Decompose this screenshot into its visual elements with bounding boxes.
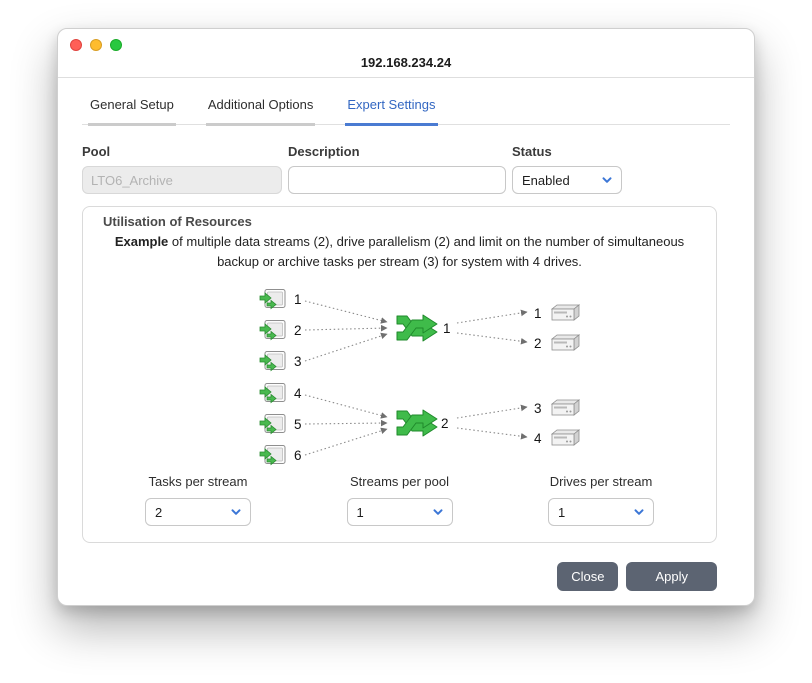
chevron-down-icon — [433, 508, 442, 515]
resources-diagram: 1 2 3 4 5 6 — [97, 277, 734, 472]
pool-form-row: Pool Description Status Enabled — [82, 144, 730, 194]
streams-per-pool-value: 1 — [356, 504, 364, 520]
chevron-down-icon — [634, 508, 644, 515]
task-number: 6 — [294, 448, 302, 463]
drive-icon — [549, 399, 581, 422]
close-window-button[interactable] — [70, 39, 82, 51]
traffic-lights — [70, 39, 122, 51]
drive-number: 2 — [534, 336, 542, 351]
drives-per-stream-value: 1 — [558, 504, 566, 520]
dialog-window: 192.168.234.24 General Setup Additional … — [57, 28, 755, 606]
chevron-down-icon — [231, 508, 241, 515]
status-select[interactable]: Enabled — [512, 166, 622, 194]
drive-number: 1 — [534, 306, 542, 321]
task-number: 3 — [294, 354, 302, 369]
connector-arrows — [304, 300, 528, 456]
tab-general-setup[interactable]: General Setup — [88, 91, 176, 126]
window-title: 192.168.234.24 — [360, 55, 452, 70]
description-input[interactable] — [288, 166, 506, 194]
chevron-down-icon — [602, 176, 612, 183]
task-number: 4 — [294, 386, 302, 401]
drives-per-stream-select[interactable]: 1 — [548, 498, 654, 526]
drive-number: 4 — [534, 431, 542, 446]
status-select-value: Enabled — [522, 172, 570, 188]
tasks-per-stream-label: Tasks per stream — [148, 474, 248, 489]
utilisation-panel: Utilisation of Resources Example of mult… — [82, 206, 717, 543]
drive-icon — [549, 334, 581, 357]
example-text: Example of multiple data streams (2), dr… — [114, 234, 685, 269]
dialog-content: General Setup Additional Options Expert … — [58, 78, 754, 591]
drives-per-stream-label: Drives per stream — [549, 474, 653, 489]
status-label: Status — [512, 144, 552, 159]
drive-number: 3 — [534, 401, 542, 416]
dialog-footer: Close Apply — [82, 562, 717, 591]
drive-icon — [549, 429, 581, 452]
streams-per-pool-label: Streams per pool — [350, 474, 449, 489]
utilisation-panel-title: Utilisation of Resources — [103, 214, 252, 229]
stream-icon — [395, 406, 439, 445]
description-label: Description — [288, 144, 360, 159]
task-icon — [259, 412, 287, 441]
drive-icon — [549, 304, 581, 327]
stream-icon — [395, 311, 439, 350]
task-icon — [259, 349, 287, 378]
streams-per-pool-select[interactable]: 1 — [346, 498, 453, 526]
task-icon — [259, 443, 287, 472]
stream-settings-row: Tasks per stream 2 Streams per pool 1 Dr… — [97, 472, 702, 526]
tasks-per-stream-select[interactable]: 2 — [145, 498, 251, 526]
zoom-window-button[interactable] — [110, 39, 122, 51]
tasks-per-stream-value: 2 — [155, 504, 163, 520]
task-number: 2 — [294, 323, 302, 338]
minimize-window-button[interactable] — [90, 39, 102, 51]
pool-input — [82, 166, 282, 194]
tab-bar: General Setup Additional Options Expert … — [82, 91, 730, 126]
task-icon — [259, 381, 287, 410]
close-button[interactable]: Close — [557, 562, 619, 591]
apply-button[interactable]: Apply — [626, 562, 717, 591]
task-number: 5 — [294, 417, 302, 432]
pool-label: Pool — [82, 144, 111, 159]
titlebar[interactable]: 192.168.234.24 — [58, 29, 754, 78]
stream-number: 1 — [443, 321, 451, 336]
tab-expert-settings[interactable]: Expert Settings — [345, 91, 438, 126]
task-icon — [259, 287, 287, 316]
task-number: 1 — [294, 292, 302, 307]
stream-number: 2 — [441, 416, 449, 431]
tab-additional-options[interactable]: Additional Options — [205, 91, 316, 126]
task-icon — [259, 318, 287, 347]
